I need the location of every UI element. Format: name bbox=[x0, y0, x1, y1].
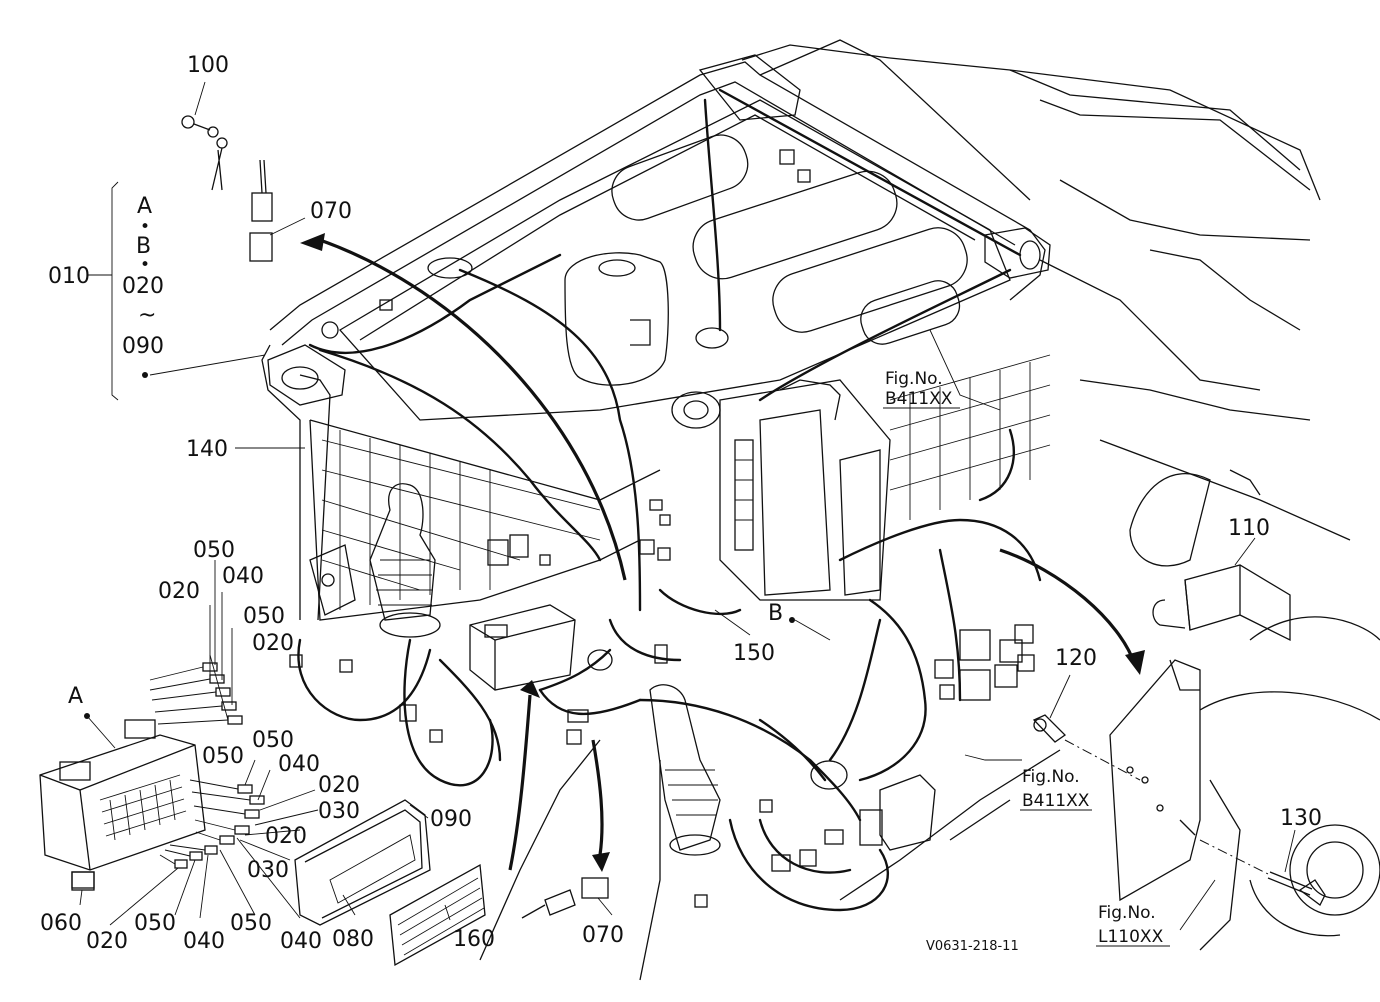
center-control-box bbox=[469, 604, 576, 691]
callout-040-b: 040 bbox=[278, 752, 320, 777]
callout-120: 120 bbox=[1055, 646, 1097, 671]
roof-lamp bbox=[698, 54, 801, 121]
callout-140: 140 bbox=[186, 437, 228, 462]
callout-020-b: 020 bbox=[252, 631, 294, 656]
callout-030-b: 030 bbox=[247, 858, 289, 883]
fig-ref-2-title: Fig.No. bbox=[1022, 767, 1080, 787]
callout-100: 100 bbox=[187, 53, 229, 78]
bracket-tilde: ~ bbox=[138, 303, 156, 328]
group-bracket-010 bbox=[88, 181, 148, 401]
speaker bbox=[671, 391, 721, 429]
callout-030-a: 030 bbox=[318, 799, 360, 824]
fig-ref-2-code: B411XX bbox=[1022, 791, 1090, 811]
left-pedal-bracket bbox=[309, 544, 356, 616]
callout-020-d: 020 bbox=[265, 824, 307, 849]
callout-020-c: 020 bbox=[318, 773, 360, 798]
callout-130: 130 bbox=[1280, 806, 1322, 831]
harness-connectors bbox=[289, 149, 848, 908]
part-130-bolt bbox=[1199, 839, 1326, 906]
cab-frame bbox=[261, 39, 1380, 981]
bracket-dot-1: • bbox=[140, 217, 150, 237]
callout-090: 090 bbox=[430, 807, 472, 832]
callout-labels: 100 070 010 A • B • 020 ~ 090 140 050 04… bbox=[40, 53, 1322, 954]
bracket-090: 090 bbox=[122, 334, 164, 359]
part-090-cover bbox=[294, 799, 431, 926]
letter-a: A bbox=[68, 684, 83, 709]
letter-b-dot bbox=[789, 617, 795, 623]
fig-ref-1-title: Fig.No. bbox=[885, 369, 943, 389]
letter-a-dot bbox=[84, 713, 90, 719]
fig-ref-3-code: L110XX bbox=[1098, 927, 1164, 947]
callout-050-f: 050 bbox=[230, 911, 272, 936]
callout-150: 150 bbox=[733, 641, 775, 666]
part-100-bolt bbox=[181, 115, 228, 191]
bracket-dot-2: • bbox=[140, 255, 150, 275]
callout-060: 060 bbox=[40, 911, 82, 936]
callout-070-lower: 070 bbox=[582, 923, 624, 948]
left-joystick bbox=[369, 483, 441, 638]
part-070-connector-lower bbox=[521, 877, 609, 919]
relay-control-unit bbox=[719, 379, 891, 601]
callout-040-d: 040 bbox=[280, 929, 322, 954]
bracket-b: B bbox=[136, 234, 151, 259]
callout-020-a: 020 bbox=[158, 579, 200, 604]
callout-110: 110 bbox=[1228, 516, 1270, 541]
part-070-connector-upper bbox=[249, 159, 273, 262]
fuse-box-a bbox=[39, 719, 206, 889]
callout-070-upper: 070 bbox=[310, 199, 352, 224]
callout-050-c: 050 bbox=[252, 728, 294, 753]
right-joystick bbox=[649, 684, 721, 856]
mount-plate bbox=[1109, 659, 1201, 902]
letter-b: B bbox=[768, 601, 783, 626]
arrows bbox=[300, 233, 1145, 872]
callout-050-b: 050 bbox=[243, 604, 285, 629]
bracket-a: A bbox=[137, 194, 152, 219]
callout-020-e: 020 bbox=[86, 929, 128, 954]
callout-080: 080 bbox=[332, 927, 374, 952]
callout-050-d: 050 bbox=[202, 744, 244, 769]
fig-ref-3-title: Fig.No. bbox=[1098, 903, 1156, 923]
callout-040-c: 040 bbox=[183, 929, 225, 954]
callout-160: 160 bbox=[453, 927, 495, 952]
callout-050-a: 050 bbox=[193, 538, 235, 563]
wire-harness bbox=[297, 88, 1042, 912]
part-060 bbox=[71, 871, 95, 891]
relay-cluster bbox=[859, 624, 1035, 851]
right-mesh-guard bbox=[889, 354, 1051, 520]
part-110-bracket bbox=[1152, 564, 1291, 642]
part-120-bolt bbox=[1032, 714, 1141, 781]
bracket-020: 020 bbox=[122, 274, 164, 299]
callout-040-a: 040 bbox=[222, 564, 264, 589]
callout-050-e: 050 bbox=[134, 911, 176, 936]
washer-tank bbox=[564, 252, 669, 386]
callout-010: 010 bbox=[48, 264, 90, 289]
fig-ref-1-code: B411XX bbox=[885, 389, 953, 409]
figure-references: Fig.No. B411XX Fig.No. B411XX Fig.No. L1… bbox=[883, 369, 1170, 954]
front-work-light bbox=[267, 344, 346, 406]
drawing-code: V0631-218-11 bbox=[926, 939, 1019, 954]
leader-lines bbox=[79, 81, 1296, 931]
part-160-label bbox=[389, 863, 486, 967]
left-mesh-guard bbox=[321, 430, 601, 610]
